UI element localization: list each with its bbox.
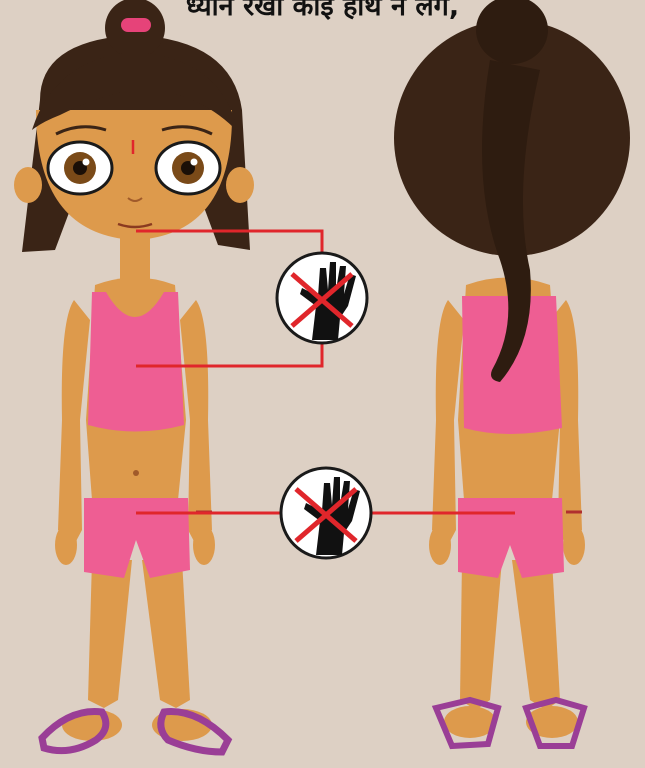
back-right-hand	[563, 525, 585, 565]
front-right-ear	[226, 167, 254, 203]
front-shorts	[84, 498, 190, 578]
front-left-leg	[88, 560, 132, 708]
front-navel	[133, 470, 139, 476]
front-view-girl	[14, 0, 254, 752]
front-left-eye-shine	[83, 159, 90, 166]
back-left-leg	[460, 560, 502, 710]
front-right-eye-shine	[191, 159, 198, 166]
front-hair-tie	[121, 18, 151, 32]
front-left-hand	[55, 525, 77, 565]
back-shorts	[458, 498, 564, 578]
back-view-girl	[394, 0, 630, 746]
back-left-hand	[429, 525, 451, 565]
no-touch-groin-icon	[281, 468, 371, 558]
front-right-leg	[142, 560, 190, 708]
front-left-ear	[14, 167, 42, 203]
no-touch-chest-icon	[277, 253, 367, 343]
front-right-hand	[193, 525, 215, 565]
back-right-leg	[512, 560, 560, 710]
